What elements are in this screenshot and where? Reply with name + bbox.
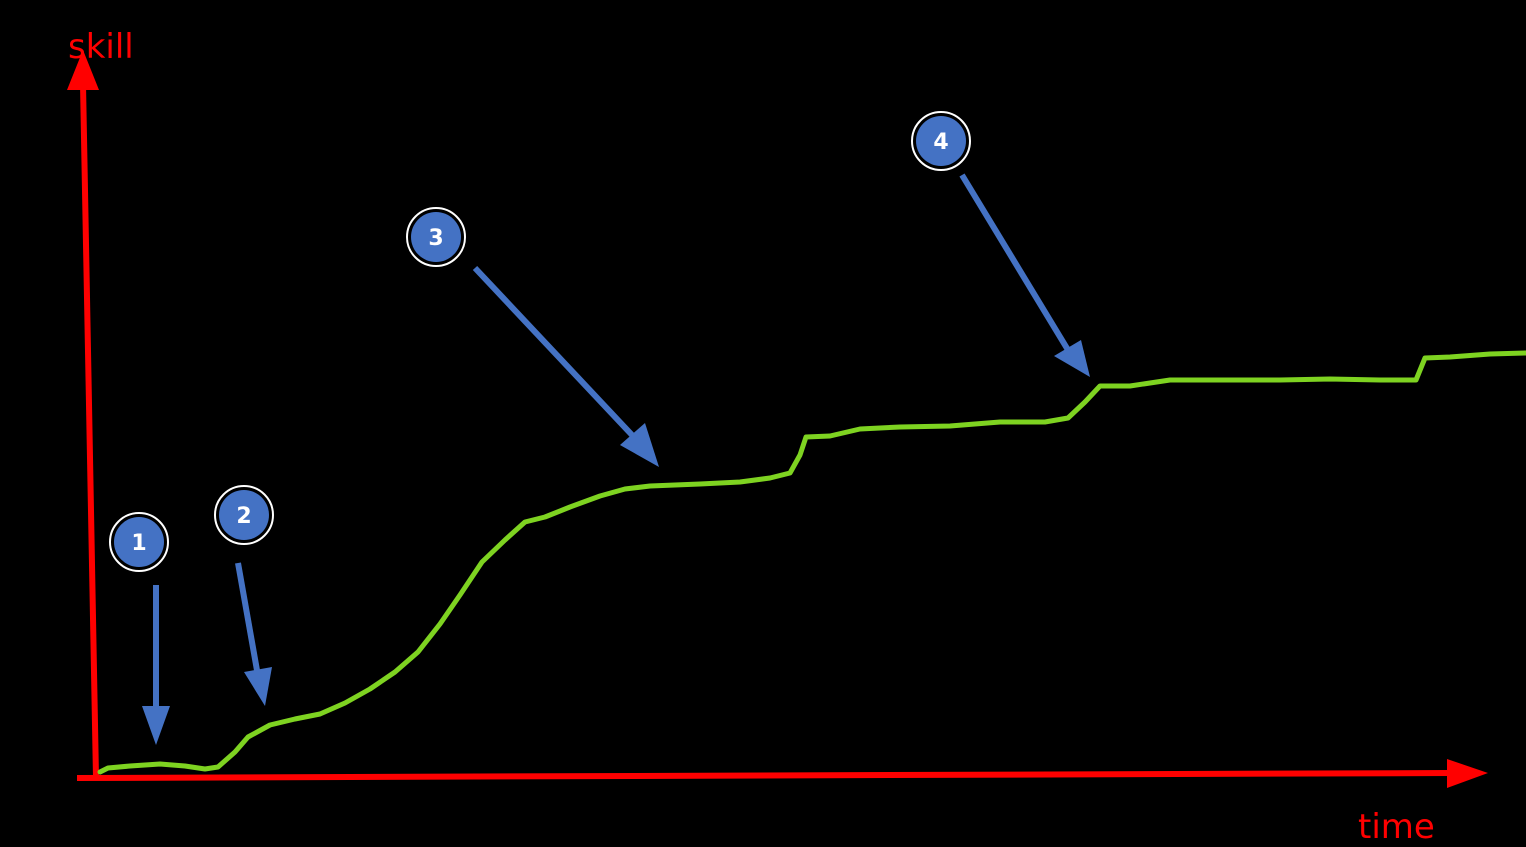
marker-3-badge-ring bbox=[406, 207, 466, 267]
skill-curve bbox=[97, 350, 1526, 775]
x-axis-arrowhead bbox=[1447, 759, 1488, 788]
marker-1: 1 bbox=[109, 512, 170, 745]
y-axis-label: skill bbox=[68, 27, 134, 67]
marker-2-badge bbox=[219, 490, 269, 540]
x-axis-line bbox=[76, 770, 1451, 781]
marker-4-label: 4 bbox=[933, 130, 948, 155]
marker-3-label: 3 bbox=[428, 226, 443, 251]
marker-1-label: 1 bbox=[131, 531, 146, 556]
marker-2: 2 bbox=[214, 485, 274, 706]
marker-3: 3 bbox=[406, 207, 659, 467]
marker-4-badge bbox=[916, 116, 966, 166]
marker-2-arrowhead-icon bbox=[244, 667, 272, 706]
marker-4: 4 bbox=[911, 111, 1090, 377]
marker-3-arrow-shaft bbox=[472, 265, 635, 438]
x-axis-label: time bbox=[1358, 807, 1435, 847]
marker-4-arrow-shaft bbox=[959, 173, 1071, 352]
marker-2-badge-ring bbox=[214, 485, 274, 545]
axes: skill time bbox=[67, 27, 1488, 847]
marker-4-badge-ring bbox=[911, 111, 971, 171]
marker-1-badge bbox=[114, 517, 164, 567]
marker-4-arrowhead-icon bbox=[1054, 340, 1090, 377]
y-axis-line bbox=[80, 83, 99, 779]
marker-1-badge-ring bbox=[109, 512, 169, 572]
y-axis-arrowhead bbox=[67, 50, 99, 90]
marker-3-arrowhead-icon bbox=[620, 423, 659, 467]
marker-2-label: 2 bbox=[236, 504, 251, 529]
marker-1-arrowhead-icon bbox=[142, 706, 170, 745]
marker-2-arrow-shaft bbox=[235, 562, 261, 677]
marker-3-badge bbox=[411, 212, 461, 262]
